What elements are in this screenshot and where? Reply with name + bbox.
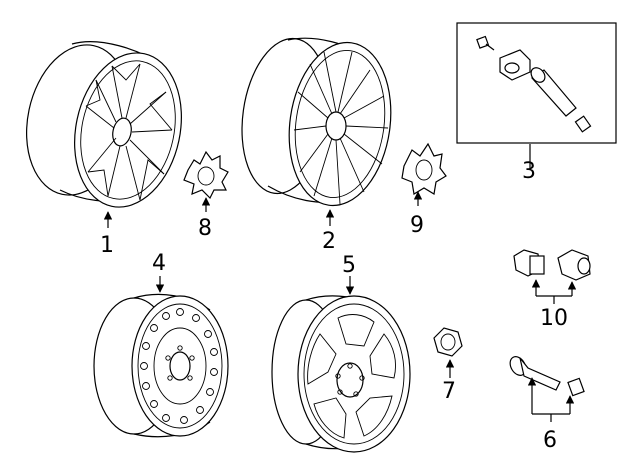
callout-10: 10 <box>540 306 568 331</box>
callout-7: 7 <box>442 379 456 404</box>
wheel-lock-set-10 <box>513 249 591 304</box>
callout-6: 6 <box>543 428 557 453</box>
tpms-kit-3 <box>456 22 617 168</box>
callout-8: 8 <box>198 216 212 241</box>
steel-wheel-4 <box>93 276 229 438</box>
callout-1: 1 <box>100 233 114 258</box>
callout-9: 9 <box>410 213 424 238</box>
wheel-2 <box>241 37 392 226</box>
center-cap-8 <box>183 150 229 212</box>
valve-stem-6 <box>509 356 585 422</box>
callout-3: 3 <box>522 159 536 184</box>
wheel-5 <box>271 276 411 453</box>
callout-5: 5 <box>342 253 356 278</box>
wheel-1 <box>26 41 182 228</box>
callout-4: 4 <box>152 251 166 276</box>
center-cap-9 <box>401 142 447 206</box>
callout-2: 2 <box>322 229 336 254</box>
lug-nut-7 <box>433 327 463 378</box>
